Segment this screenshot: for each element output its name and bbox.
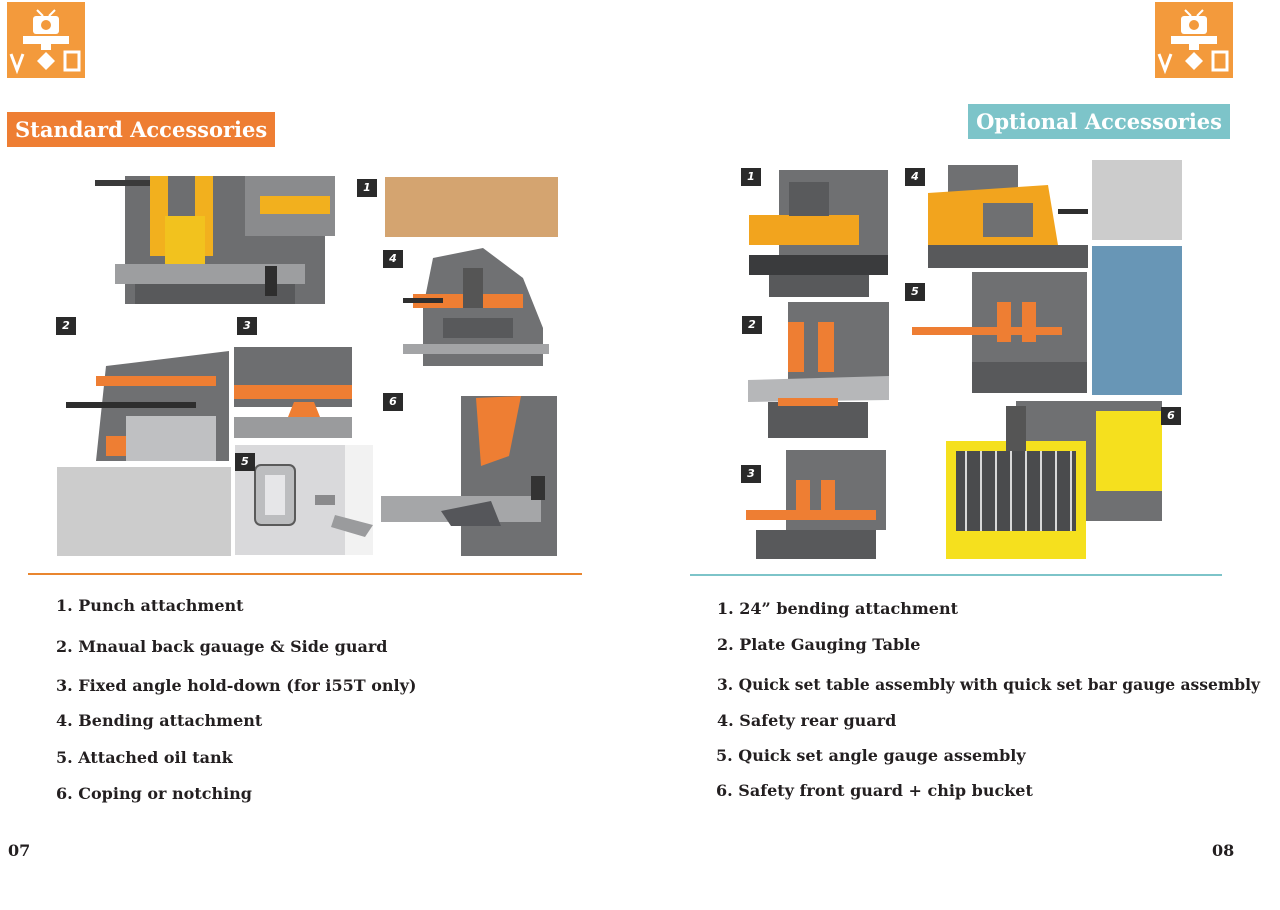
- list-item: 6. Safety front guard + chip bucket: [716, 781, 1033, 800]
- attached-oil-tank-photo: [235, 445, 373, 555]
- bending-attachment-photo: [403, 248, 549, 366]
- badge-3: 3: [237, 317, 257, 335]
- list-item: 4. Safety rear guard: [717, 711, 897, 730]
- badge-5: 5: [905, 283, 925, 301]
- quick-set-angle-gauge-photo: [912, 272, 1087, 393]
- list-item: 5. Quick set angle gauge assembly: [716, 746, 1026, 765]
- list-item: 6. Coping or notching: [56, 784, 252, 803]
- list-item: 4. Bending attachment: [56, 711, 263, 730]
- section-divider-right: [690, 574, 1222, 576]
- grey-placeholder-block: [57, 467, 231, 556]
- tan-placeholder-block: [385, 177, 558, 237]
- badge-4: 4: [383, 250, 403, 268]
- badge-1: 1: [357, 179, 377, 197]
- punch-attachment-photo: [95, 176, 339, 304]
- bending-24-attachment-photo: [749, 170, 888, 297]
- robot-logo-icon: [7, 2, 85, 78]
- list-item: 2. Mnaual back gauage & Side guard: [56, 637, 388, 656]
- optional-accessories-heading: Optional Accessories: [968, 104, 1230, 139]
- badge-6: 6: [1161, 407, 1181, 425]
- badge-1: 1: [741, 168, 761, 186]
- brand-logo-right: [1155, 2, 1233, 78]
- badge-6: 6: [383, 393, 403, 411]
- badge-4: 4: [905, 168, 925, 186]
- badge-2: 2: [56, 317, 76, 335]
- plate-gauging-table-photo: [748, 302, 889, 438]
- back-gauge-side-guard-photo: [66, 346, 229, 461]
- badge-3: 3: [741, 465, 761, 483]
- list-item: 3. Fixed angle hold-down (for i55T only): [56, 676, 417, 695]
- badge-2: 2: [742, 316, 762, 334]
- grey-placeholder-right: [1092, 160, 1182, 240]
- list-item: 2. Plate Gauging Table: [717, 635, 921, 654]
- list-item: 1. 24” bending attachment: [717, 599, 958, 618]
- list-item: 1. Punch attachment: [56, 596, 244, 615]
- list-item: 3. Quick set table assembly with quick s…: [717, 675, 1260, 694]
- section-divider-left: [28, 573, 582, 575]
- robot-logo-icon: [1155, 2, 1233, 78]
- list-item: 5. Attached oil tank: [56, 748, 233, 767]
- brand-logo-left: [7, 2, 85, 78]
- standard-accessories-heading: Standard Accessories: [7, 112, 276, 147]
- page-number-left: 07: [8, 841, 31, 860]
- blue-placeholder-right: [1092, 246, 1182, 395]
- safety-front-guard-photo: [946, 401, 1162, 559]
- page-number-right: 08: [1212, 841, 1235, 860]
- badge-5: 5: [235, 453, 255, 471]
- fixed-angle-hold-down-photo: [234, 347, 352, 438]
- safety-rear-guard-photo: [928, 165, 1088, 268]
- coping-notching-photo: [381, 396, 557, 556]
- quick-set-table-assembly-photo: [746, 450, 886, 559]
